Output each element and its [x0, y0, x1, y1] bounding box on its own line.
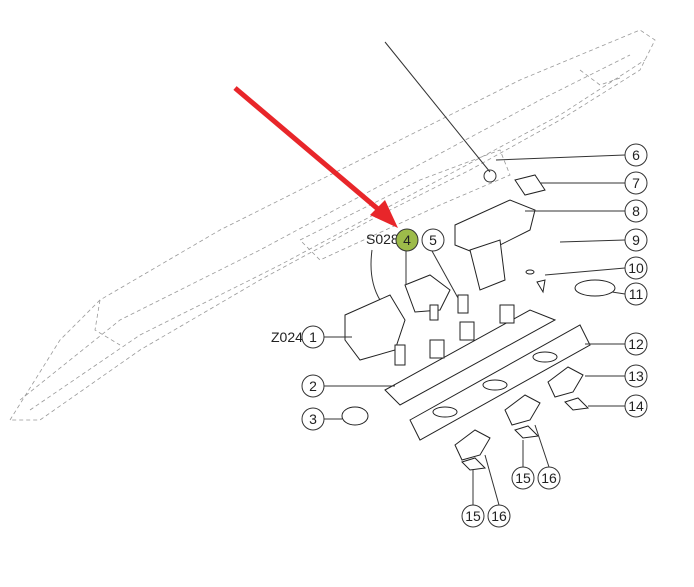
callout-label: 16 [491, 508, 507, 524]
callout-label: 9 [632, 232, 640, 248]
clip-part-7 [514, 174, 546, 196]
callout-label: 1 [309, 329, 317, 345]
callout-label: 13 [628, 368, 644, 384]
callout-13[interactable]: 13 [624, 364, 648, 388]
callout-8[interactable]: 8 [624, 199, 648, 223]
callout-9[interactable]: 9 [624, 228, 648, 252]
red-arrow-pointer [233, 86, 398, 228]
callout-label: 15 [465, 508, 481, 524]
bracket-part-8 [454, 199, 536, 291]
callout-15[interactable]: 15 [461, 504, 485, 528]
gasket-part-11 [574, 279, 616, 297]
motor-part-1 [344, 249, 406, 366]
callout-16[interactable]: 16 [537, 466, 561, 490]
callout-label: 12 [628, 336, 644, 352]
knobs-part-13 [454, 366, 584, 461]
callout-7[interactable]: 7 [624, 171, 648, 195]
switch-part-4 [404, 274, 451, 321]
callout-label: 6 [632, 147, 640, 163]
callout-label: 5 [429, 232, 437, 248]
code-label-z024: Z024 [271, 329, 303, 345]
callout-3[interactable]: 3 [301, 407, 325, 431]
callout-16[interactable]: 16 [487, 504, 511, 528]
callout-label: 15 [515, 470, 531, 486]
callout-2[interactable]: 2 [301, 374, 325, 398]
callout-label: 16 [541, 470, 557, 486]
callout-4-highlighted[interactable]: 4 [395, 228, 419, 252]
leader-lines [324, 154, 626, 506]
callout-label: 4 [403, 232, 411, 248]
fascia-part-12 [409, 324, 591, 441]
callout-15[interactable]: 15 [511, 466, 535, 490]
callout-5[interactable]: 5 [421, 228, 445, 252]
callout-14[interactable]: 14 [624, 394, 648, 418]
callout-label: 11 [629, 286, 644, 302]
callout-11[interactable]: 11 [624, 282, 648, 306]
housing-panel-outline [9, 29, 656, 421]
callout-1[interactable]: 1 [301, 325, 325, 349]
wire-ring [483, 169, 497, 183]
callout-label: 2 [309, 378, 317, 394]
callout-label: 3 [309, 411, 317, 427]
connector-part-5 [457, 294, 469, 314]
callout-12[interactable]: 12 [624, 332, 648, 356]
callout-10[interactable]: 10 [624, 256, 648, 280]
callout-label: 7 [632, 175, 640, 191]
callout-label: 10 [628, 260, 644, 276]
callout-label: 8 [632, 203, 640, 219]
washer-part-9 [525, 269, 535, 275]
control-plate-part-2 [384, 304, 557, 406]
callout-label: 14 [628, 398, 644, 414]
wire [384, 41, 491, 173]
callout-6[interactable]: 6 [624, 143, 648, 167]
cap-part-3 [341, 406, 369, 426]
screw-part-10 [536, 279, 546, 294]
code-label-s028: S028 [366, 231, 399, 247]
knob-inserts-part-14 [461, 397, 590, 471]
